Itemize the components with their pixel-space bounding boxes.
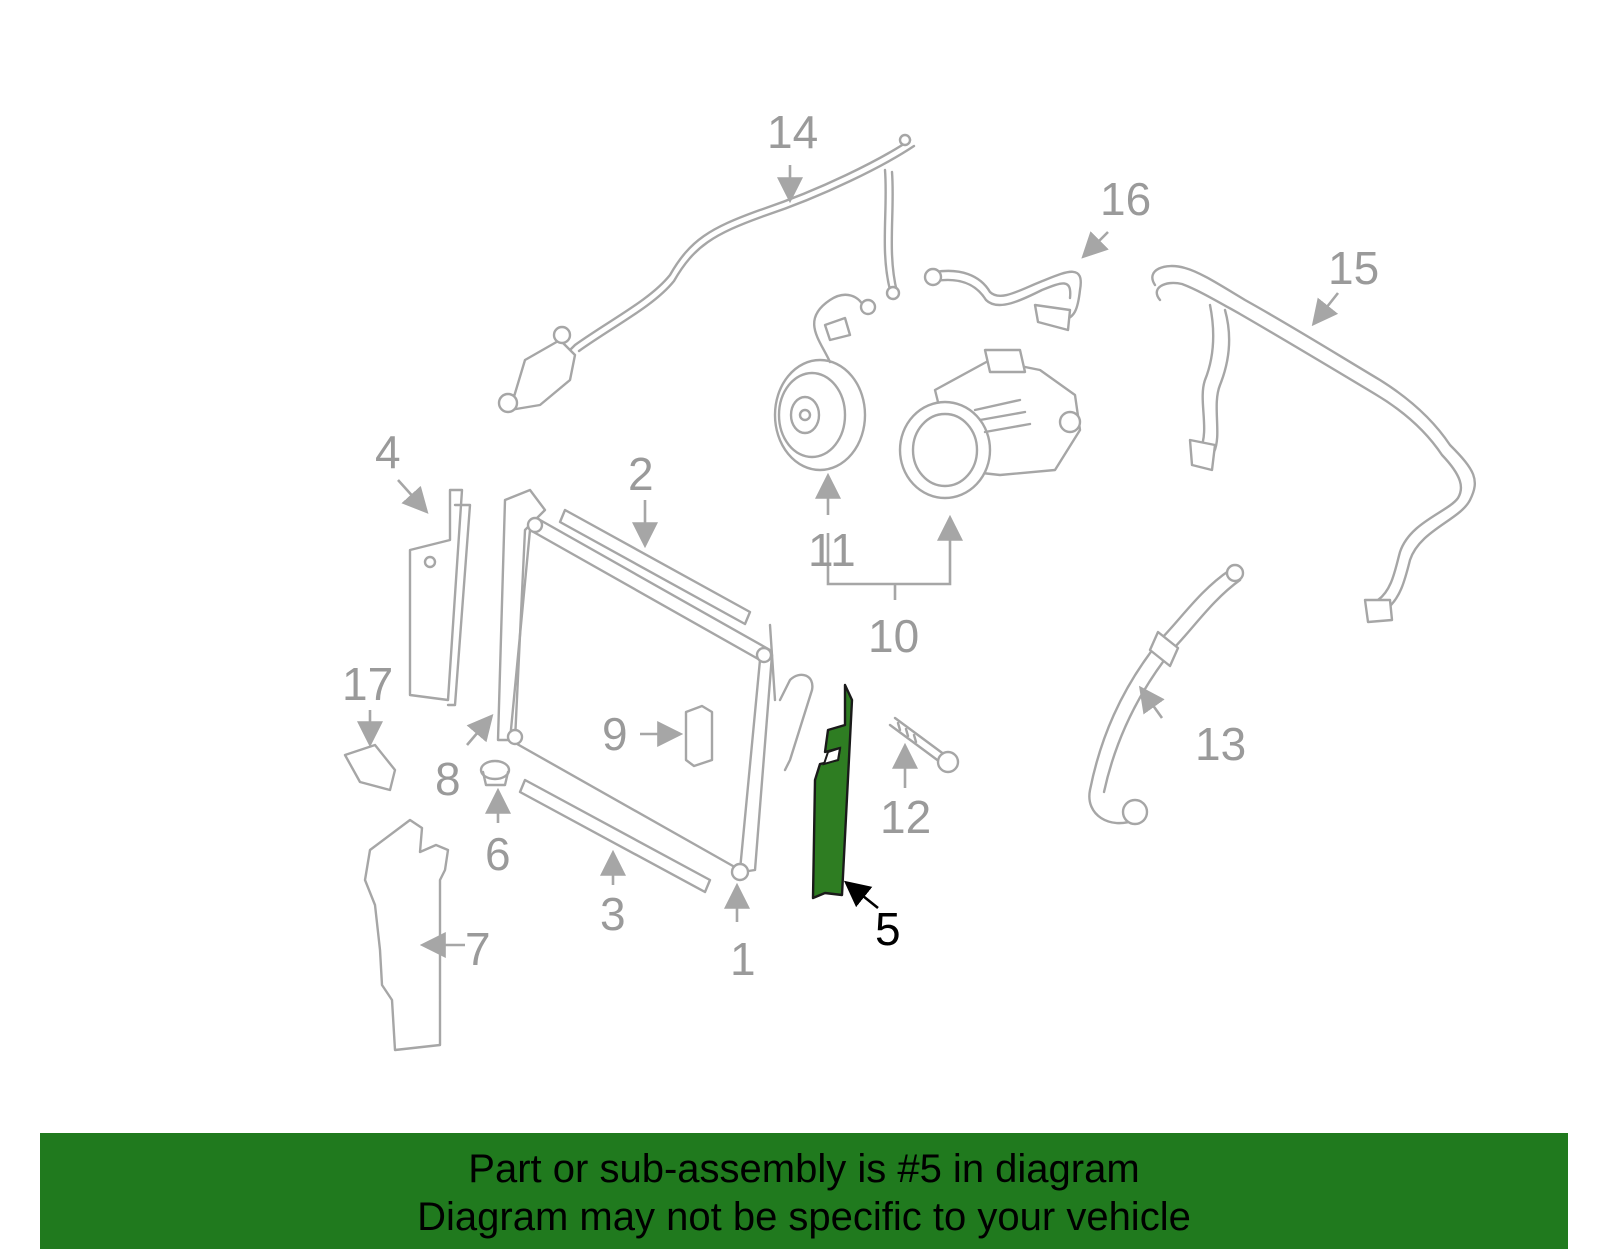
callout-8: 8 [435,753,461,805]
part-7-panel[interactable] [363,818,450,1052]
leader-lines [357,165,1340,958]
callout-5: 5 [875,903,901,955]
callout-9: 9 [602,708,628,760]
callout-7: 7 [465,923,491,975]
callout-13: 13 [1195,718,1246,770]
part-11-clutch[interactable] [773,293,877,472]
info-banner: Part or sub-assembly is #5 in diagram Di… [40,1133,1568,1249]
part-5-highlighted[interactable] [811,683,854,900]
part-12-bolt[interactable] [888,716,960,774]
callout-3: 3 [600,888,626,940]
part-3-seal[interactable] [518,778,712,894]
callout-6: 6 [485,828,511,880]
callout-15: 15 [1328,242,1379,294]
part-4-panel[interactable] [408,488,472,707]
callout-17: 17 [342,658,393,710]
part-2-seal[interactable] [558,508,752,626]
part-13-hose[interactable] [1088,563,1245,826]
callout-11: 11 [808,524,856,576]
part-9-bracket[interactable] [684,704,714,768]
part-14-hose[interactable] [497,133,916,414]
callout-16: 16 [1100,173,1151,225]
banner-line-2: Diagram may not be specific to your vehi… [417,1195,1191,1239]
callout-2: 2 [628,448,654,500]
part-16-pipe[interactable] [923,267,1082,332]
part-1-condenser[interactable] [496,488,814,882]
callout-10: 10 [868,610,919,662]
part-17-sensor[interactable] [343,743,397,792]
callout-labels: 14 16 15 2 4 11 10 17 9 13 8 12 6 3 5 7 … [342,106,1379,985]
part-10-compressor[interactable] [898,348,1082,500]
callout-1: 1 [730,933,756,985]
callout-4: 4 [375,426,401,478]
part-15-pipe[interactable] [1151,264,1477,624]
part-6-grommet[interactable] [479,759,511,787]
banner-line-1: Part or sub-assembly is #5 in diagram [468,1147,1140,1191]
callout-12: 12 [880,791,931,843]
callout-14: 14 [767,106,818,158]
